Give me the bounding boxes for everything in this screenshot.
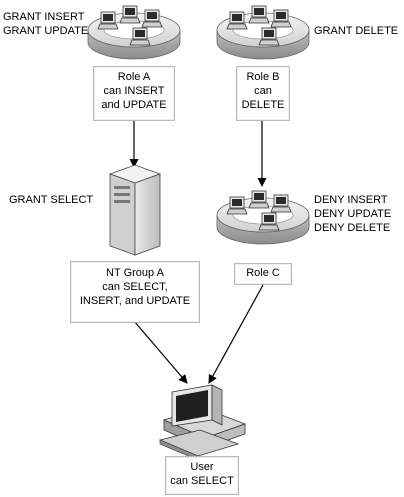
role-b-line-3: DELETE [241,99,285,111]
user-box: User can SELECT [165,456,239,495]
network-group-icon [88,6,180,59]
role-b-grant-1: GRANT DELETE [314,25,399,37]
role-c-deny-2: DENY UPDATE [314,208,392,220]
role-b-line-2: can [254,85,272,97]
role-a-title: Role A [117,71,151,83]
user-title: User [190,461,214,473]
role-c-deny-1: DENY INSERT [314,194,388,206]
role-b-title: Role B [246,71,280,83]
role-b-box: Role B can DELETE [236,66,290,121]
nt-group-a-box: NT Group A can SELECT, INSERT, and UPDAT… [70,261,200,323]
edge-role-c-to-user [208,284,264,384]
user-line-2: can SELECT [170,475,234,487]
role-a-grant-2: GRANT UPDATE [3,25,89,37]
role-c-box: Role C [234,263,292,285]
network-group-icon [217,6,309,59]
network-group-icon [217,191,309,244]
edge-nt-group-to-user [133,320,188,384]
role-a-box: Role A can INSERT and UPDATE [93,66,175,121]
role-c-title: Role C [246,267,280,279]
role-c-deny-3: DENY DELETE [314,222,391,234]
nt-group-a-title: NT Group A [106,267,164,279]
role-a-line-3: and UPDATE [101,99,167,111]
nt-group-a-line-2: can SELECT, [102,281,168,293]
role-a-line-2: can INSERT [103,85,165,97]
nt-group-a-grant-1: GRANT SELECT [9,194,94,206]
workstation-computer-icon [158,384,247,461]
nt-group-a-line-3: INSERT, and UPDATE [79,295,191,307]
role-a-grant-1: GRANT INSERT [3,11,85,23]
server-tower-icon [108,164,162,256]
